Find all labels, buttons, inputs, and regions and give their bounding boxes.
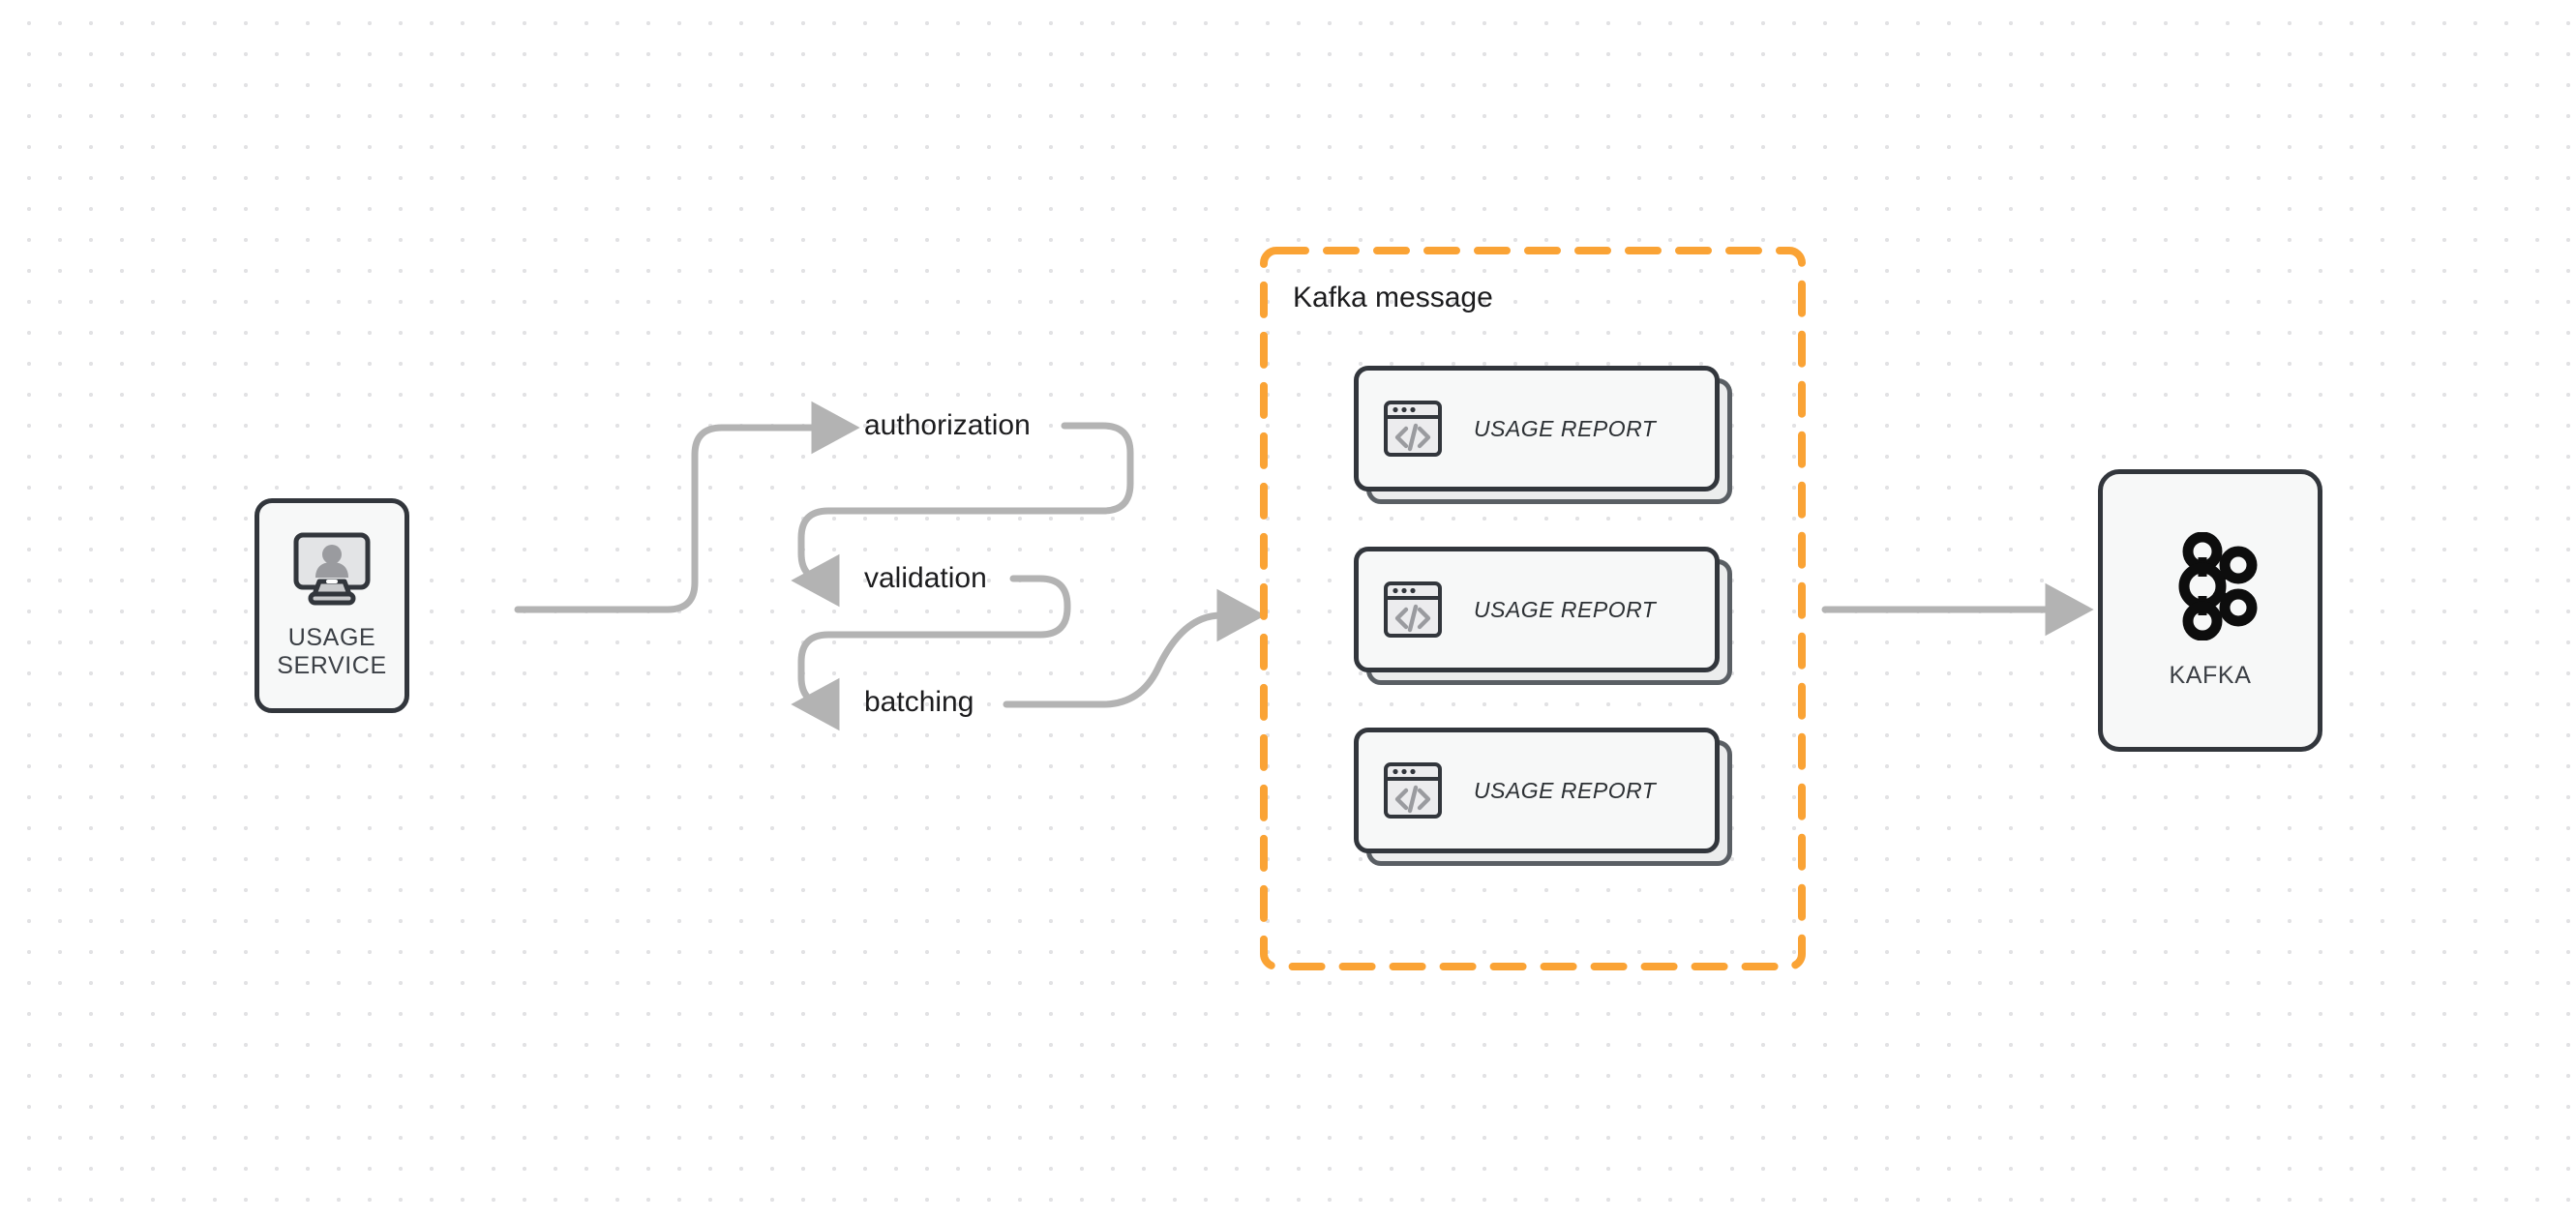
node-kafka[interactable]: KAFKA xyxy=(2098,469,2322,752)
code-window-icon xyxy=(1384,401,1442,457)
dashed-group-border xyxy=(1260,247,1806,970)
step-label-authorization: authorization xyxy=(864,409,1031,441)
card-usage-report[interactable]: USAGE REPORT xyxy=(1354,366,1732,504)
card-front[interactable]: USAGE REPORT xyxy=(1354,547,1720,672)
connector-batching-to-kafka-message xyxy=(1003,588,1266,708)
kafka-logo-icon xyxy=(2178,531,2258,640)
code-window-icon xyxy=(1384,581,1442,638)
step-label-batching: batching xyxy=(864,686,974,718)
node-label-kafka: KAFKA xyxy=(2169,661,2252,689)
node-label-usage-service: USAGE SERVICE xyxy=(277,624,387,679)
card-label: USAGE REPORT xyxy=(1474,596,1657,622)
monitor-user-icon xyxy=(293,532,371,606)
group-kafka-message: Kafka message USAGE REPORT xyxy=(1260,247,1806,970)
connector-authorization-to-validation xyxy=(791,422,1134,608)
node-usage-service[interactable]: USAGE SERVICE xyxy=(255,498,409,713)
step-label-validation: validation xyxy=(864,562,987,594)
card-front[interactable]: USAGE REPORT xyxy=(1354,366,1720,491)
card-usage-report[interactable]: USAGE REPORT xyxy=(1354,547,1732,685)
card-front[interactable]: USAGE REPORT xyxy=(1354,728,1720,853)
card-label: USAGE REPORT xyxy=(1474,415,1657,441)
card-label: USAGE REPORT xyxy=(1474,777,1657,803)
code-window-icon xyxy=(1384,762,1442,819)
group-title-kafka-message: Kafka message xyxy=(1293,282,1493,313)
card-usage-report[interactable]: USAGE REPORT xyxy=(1354,728,1732,866)
connector-service-to-authorization xyxy=(514,401,860,613)
